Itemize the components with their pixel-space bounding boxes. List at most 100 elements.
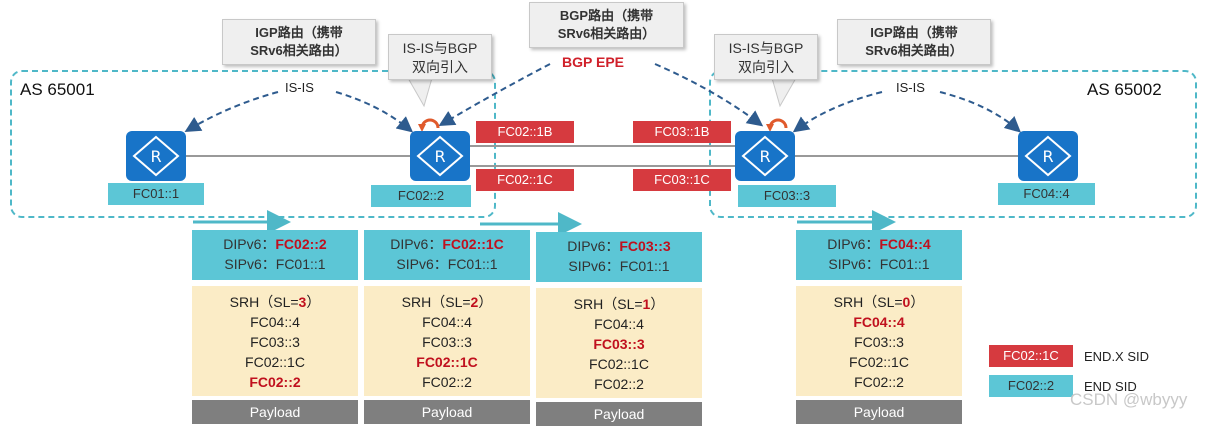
svg-text:R: R — [150, 147, 161, 166]
router-icon: R — [416, 135, 464, 177]
legend-end-sample: FC02::2 — [989, 375, 1073, 397]
srh-sl: 1 — [642, 296, 651, 312]
node-sid-r1: FC01::1 — [108, 183, 204, 205]
router-icon: R — [1024, 135, 1072, 177]
isis-left-arrow-to-r2 — [335, 91, 414, 133]
srh-suffix: ） — [910, 294, 925, 310]
sip-line: SIPv6：FC01::1 — [192, 254, 358, 274]
dip-label: DIPv6： — [567, 238, 620, 254]
srh-segment: FC02::2 — [249, 374, 301, 390]
as-65002-domain — [709, 70, 1197, 218]
isis-right-arrow-to-r4 — [939, 91, 1021, 133]
srh-suffix: ） — [478, 294, 493, 310]
srh-segment: FC04::4 — [250, 314, 300, 330]
payload: Payload — [796, 400, 962, 424]
isis-right-arrow-to-r3 — [792, 91, 883, 133]
router-icon: R — [132, 135, 180, 177]
srh-prefix: SRH（SL= — [229, 294, 299, 310]
svg-text:R: R — [1042, 147, 1053, 166]
isis-label-left: IS-IS — [285, 80, 314, 95]
sip-value: FC01::1 — [619, 258, 670, 274]
sip-line: SIPv6：FC01::1 — [364, 254, 530, 274]
srh-title: SRH（SL=3） — [192, 292, 358, 312]
dip-value: FC02::2 — [275, 236, 327, 252]
bgp-epe-label: BGP EPE — [562, 54, 624, 70]
payload: Payload — [192, 400, 358, 424]
srh-segment: FC02::1C — [589, 356, 649, 372]
as-65002-label: AS 65002 — [1087, 80, 1162, 99]
dip-line: DIPv6：FC02::1C — [364, 234, 530, 254]
node-sid-r2: FC02::2 — [371, 185, 471, 207]
igp-route-callout-left: IGP路由（携带 SRv6相关路由） — [222, 19, 376, 65]
router-icon: R — [741, 135, 789, 177]
sip-label: SIPv6： — [224, 256, 276, 272]
bgp-route-callout: BGP路由（携带 SRv6相关路由） — [529, 2, 684, 48]
svg-text:R: R — [759, 147, 770, 166]
router-r1[interactable]: R — [126, 131, 186, 181]
node-sid-r3: FC03::3 — [738, 185, 836, 207]
bgp-epe-arrow-to-r2 — [438, 63, 551, 127]
redistribution-callout-left: IS-IS与BGP 双向引入 — [388, 34, 492, 80]
igp-route-callout-right: IGP路由（携带 SRv6相关路由） — [837, 19, 991, 65]
dip-label: DIPv6： — [390, 236, 443, 252]
payload: Payload — [536, 402, 702, 426]
legend-endx-label: END.X SID — [1084, 349, 1150, 364]
srh-suffix: ） — [306, 294, 321, 310]
dip-value: FC03::3 — [619, 238, 671, 254]
srh-segment: FC02::1C — [849, 354, 909, 370]
srh-segment: FC04::4 — [594, 316, 644, 332]
dip-line: DIPv6：FC02::2 — [192, 234, 358, 254]
watermark: CSDN @wbyyy — [1070, 390, 1188, 409]
srh-segment: FC03::3 — [250, 334, 300, 350]
as-65001-label: AS 65001 — [20, 80, 95, 99]
srh-segment: FC03::3 — [854, 334, 904, 350]
payload: Payload — [364, 400, 530, 424]
srh-segment: FC02::2 — [422, 374, 472, 390]
node-sid-r4: FC04::4 — [998, 183, 1095, 205]
dip-label: DIPv6： — [223, 236, 276, 252]
link-sid-top-right: FC03::1B — [633, 121, 731, 143]
dip-value: FC02::1C — [442, 236, 504, 252]
srh-segment: FC04::4 — [853, 314, 905, 330]
srh-title: SRH（SL=0） — [796, 292, 962, 312]
legend-endx-sample: FC02::1C — [989, 345, 1073, 367]
router-r4[interactable]: R — [1018, 131, 1078, 181]
svg-text:R: R — [434, 147, 445, 166]
isis-left-arrow-to-r1 — [184, 91, 279, 133]
router-r3[interactable]: R — [735, 131, 795, 181]
sip-label: SIPv6： — [828, 256, 880, 272]
srh-prefix: SRH（SL= — [833, 294, 903, 310]
router-r2[interactable]: R — [410, 131, 470, 181]
sip-label: SIPv6： — [568, 258, 620, 274]
srh-segment: FC02::1C — [416, 354, 478, 370]
as-65001-domain — [10, 70, 496, 218]
srh-segment: FC02::1C — [245, 354, 305, 370]
srh-segment: FC02::2 — [854, 374, 904, 390]
srh-title: SRH（SL=2） — [364, 292, 530, 312]
redistribute-cycle-icon-right — [766, 118, 788, 132]
sip-value: FC01::1 — [447, 256, 498, 272]
dip-line: DIPv6：FC04::4 — [796, 234, 962, 254]
link-sid-bottom-right: FC03::1C — [633, 169, 731, 191]
srh-sl: 3 — [298, 294, 307, 310]
bgp-epe-arrow-to-r3 — [654, 63, 764, 127]
link-sid-top-left: FC02::1B — [476, 121, 574, 143]
legend-end-label: END SID — [1084, 379, 1137, 394]
redist-right-pointer — [771, 77, 797, 108]
srh-sl: 0 — [902, 294, 911, 310]
link-sid-bottom-left: FC02::1C — [476, 169, 574, 191]
srh-prefix: SRH（SL= — [573, 296, 643, 312]
srh-segment: FC03::3 — [422, 334, 472, 350]
srh-segment: FC02::2 — [594, 376, 644, 392]
